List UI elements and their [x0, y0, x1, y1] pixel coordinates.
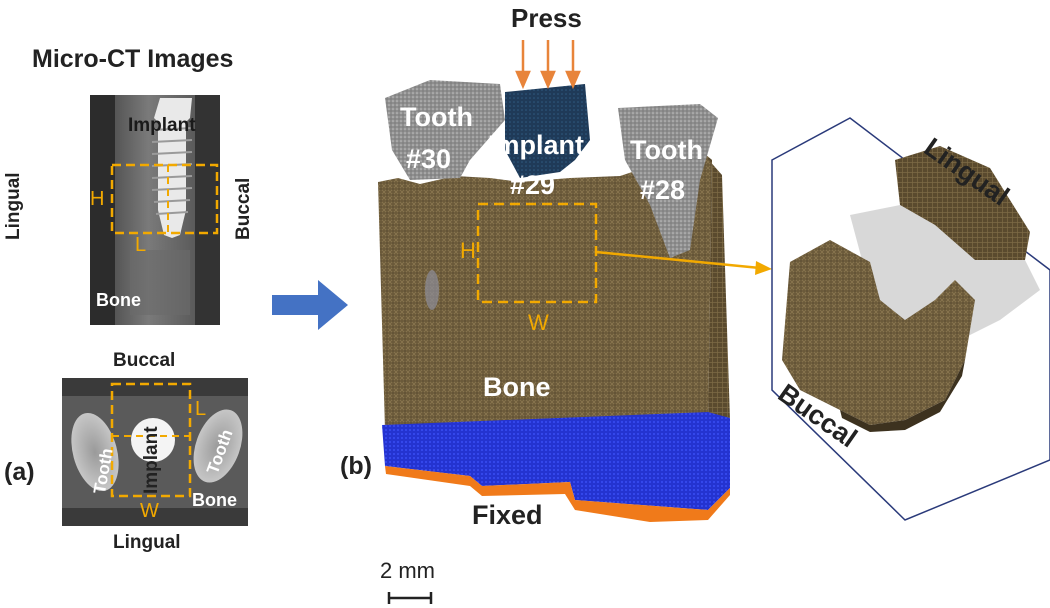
tooth-30-shape: [385, 80, 505, 180]
scale-bar: [387, 592, 433, 604]
ct-top-h-label: H: [90, 188, 105, 210]
bone-h-label: H: [460, 238, 476, 263]
press-arrows: [515, 40, 581, 90]
tooth-28-label-line1: Tooth: [630, 135, 703, 165]
bone-label: Bone: [483, 372, 551, 402]
fixed-label: Fixed: [472, 500, 543, 530]
ct-bottom-buccal-label: Buccal: [113, 350, 176, 371]
ct-top-dashed-box: [110, 163, 219, 235]
panel-a-title: Micro-CT Images: [32, 45, 234, 73]
ct-top-buccal-label: Buccal: [233, 177, 254, 240]
bone-block: [378, 150, 730, 522]
tooth-28-shape: [618, 104, 718, 258]
ct-bottom-l-label: L: [195, 398, 207, 420]
inset-bone: [782, 146, 1040, 432]
ct-bottom-implant-label: Implant: [141, 426, 162, 494]
scale-bar-label: 2 mm: [380, 558, 435, 583]
ct-top-l-label: L: [135, 234, 147, 256]
ct-top-bone-label: Bone: [96, 290, 141, 310]
ct-bottom-image: [62, 378, 248, 526]
flow-arrow: [272, 280, 348, 330]
implant-29-shape: [505, 84, 590, 178]
pointer-arrow-line: [595, 250, 761, 270]
ct-bottom-lingual-label: Lingual: [113, 532, 181, 553]
bone-w-label: W: [528, 310, 549, 335]
implant-29-label-line1: Implant: [488, 130, 585, 160]
ct-bottom-dashed-box: [110, 382, 192, 498]
tooth-30-label-line2: #30: [406, 144, 452, 174]
panel-b-label: (b): [340, 452, 372, 480]
ct-bottom-w-label: W: [140, 500, 159, 522]
press-label: Press: [511, 3, 582, 33]
pointer-arrow-head: [755, 261, 772, 275]
ct-bottom-bone-label: Bone: [192, 490, 237, 510]
ct-top-lingual-label: Lingual: [3, 172, 24, 240]
panel-a-label: (a): [4, 458, 35, 486]
tooth-28-label-line2: #28: [640, 175, 686, 205]
implant-29-label-line2: #29: [510, 170, 556, 200]
ct-top-implant-label: Implant: [128, 115, 196, 136]
tooth-30-label-line1: Tooth: [400, 102, 473, 132]
